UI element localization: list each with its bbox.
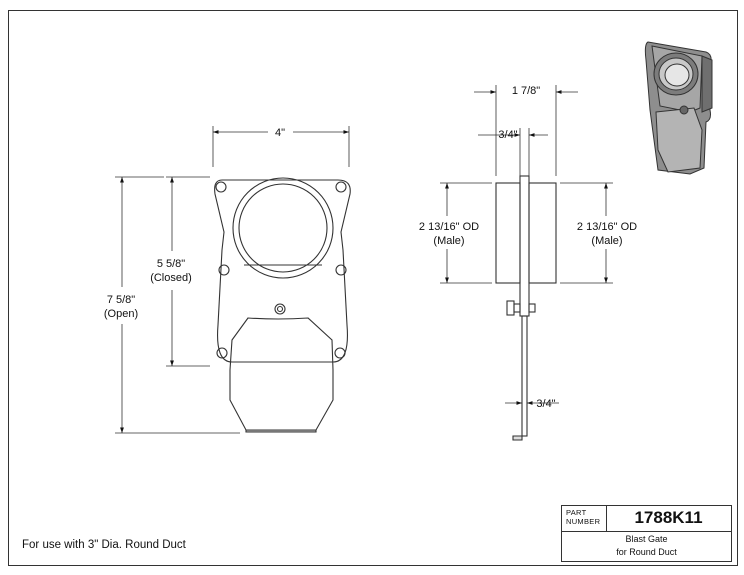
side-lock-knob-right	[528, 303, 536, 313]
iso-right-flange	[701, 55, 713, 113]
title-block-part-row: PART NUMBER 1788K11	[562, 506, 731, 532]
bolt-hole-top-left	[215, 181, 227, 193]
iso-knob	[679, 105, 689, 115]
handle-dimension-label: 3/4"	[536, 398, 555, 410]
lock-knob	[274, 303, 286, 315]
left-od-note: (Male)	[433, 235, 464, 247]
gate-plate-outline	[214, 179, 351, 363]
bolt-hole-low-right	[334, 347, 346, 359]
bolt-hole-top-right	[335, 181, 347, 193]
duct-outer-circle	[232, 177, 334, 279]
overall-depth-label: 1 7/8"	[512, 85, 540, 97]
side-gate-blade	[521, 315, 528, 437]
side-right-spigot	[528, 182, 557, 284]
part-label-line1: PART	[566, 508, 587, 517]
right-od-value: 2 13/16" OD	[577, 221, 637, 233]
isometric-view	[644, 41, 713, 175]
side-left-spigot	[495, 182, 521, 284]
right-od-note: (Male)	[591, 235, 622, 247]
side-lock-knob	[506, 300, 515, 316]
gate-slide-edge	[245, 429, 317, 433]
description-line2: for Round Duct	[616, 547, 677, 557]
iso-slide	[655, 107, 703, 173]
usage-note: For use with 3" Dia. Round Duct	[22, 539, 186, 551]
left-od-value: 2 13/16" OD	[419, 221, 479, 233]
bolt-hole-mid-left	[218, 264, 230, 276]
front-view-dimensions	[115, 126, 350, 434]
open-dimension-value: 7 5/8"	[107, 294, 135, 306]
closed-dimension-note: (Closed)	[150, 272, 192, 284]
iso-duct-inner	[664, 63, 690, 87]
part-number-label: PART NUMBER	[566, 508, 601, 526]
bolt-hole-mid-right	[335, 264, 347, 276]
side-handle-tab	[512, 435, 523, 441]
open-dimension-note: (Open)	[104, 308, 138, 320]
sheet-border	[8, 10, 738, 566]
duct-inner-circle	[238, 183, 328, 273]
part-label-line2: NUMBER	[566, 516, 601, 526]
gate-offset-label: 3/4"	[498, 129, 517, 141]
closed-dimension-value: 5 5/8"	[157, 258, 185, 270]
description-line1: Blast Gate	[625, 534, 668, 544]
part-description: Blast Gate for Round Duct	[562, 533, 731, 559]
part-number: 1788K11	[634, 508, 703, 527]
lock-knob-inner	[276, 305, 284, 313]
title-block-divider	[606, 506, 607, 531]
side-lock-stem	[513, 303, 521, 313]
side-view-dimensions	[440, 85, 613, 420]
width-dimension-label: 4"	[275, 127, 285, 139]
side-gate-body	[519, 175, 530, 317]
bolt-hole-low-left	[216, 347, 228, 359]
front-view	[214, 177, 351, 433]
title-block: PART NUMBER 1788K11 Blast Gate for Round…	[561, 505, 732, 562]
gate-slide-outline	[229, 317, 334, 431]
